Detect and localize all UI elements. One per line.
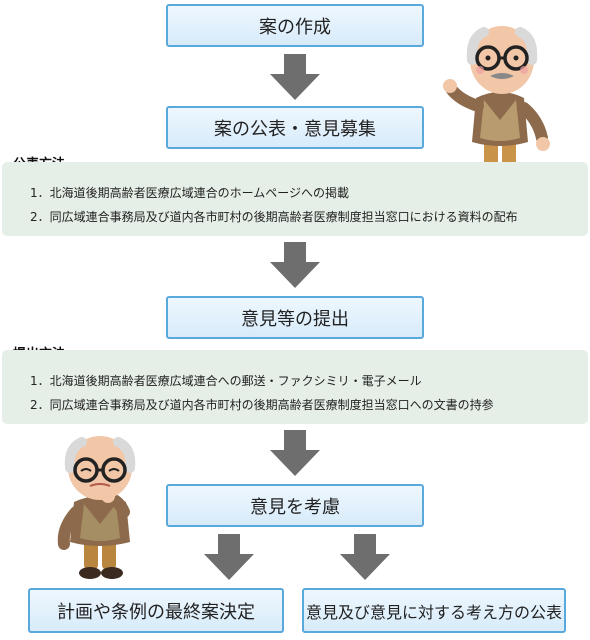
- list-item: 1．北海道後期高齢者医療広域連合への郵送・ファクシミリ・電子メール: [30, 374, 422, 388]
- step-draft: 案の作成: [166, 4, 424, 47]
- step-final-decision-label: 計画や条例の最終案決定: [57, 601, 255, 623]
- step-consider: 意見を考慮: [166, 484, 424, 527]
- step-announce-views-label: 意見及び意見に対する考え方の公表: [305, 602, 562, 622]
- submit-method-panel: 1．北海道後期高齢者医療広域連合への郵送・ファクシミリ・電子メール 2．同広域連…: [2, 350, 588, 424]
- arrow-down-icon: [204, 534, 254, 580]
- old-man-pointing-icon: [443, 26, 550, 183]
- step-publish: 案の公表・意見募集: [166, 106, 424, 149]
- list-item: 1．北海道後期高齢者医療広域連合のホームページへの掲載: [30, 186, 350, 200]
- publish-method-panel: 1．北海道後期高齢者医療広域連合のホームページへの掲載 2．同広域連合事務局及び…: [2, 162, 588, 236]
- list-item: 2．同広域連合事務局及び道内各市町村の後期高齢者医療制度担当窓口への文書の持参: [30, 398, 494, 412]
- step-consider-label: 意見を考慮: [250, 496, 340, 518]
- list-item: 2．同広域連合事務局及び道内各市町村の後期高齢者医療制度担当窓口における資料の配…: [30, 210, 518, 224]
- step-final-decision: 計画や条例の最終案決定: [28, 588, 284, 633]
- step-publish-label: 案の公表・意見募集: [214, 118, 376, 140]
- arrow-down-icon: [270, 242, 320, 288]
- arrow-down-icon: [340, 534, 390, 580]
- step-draft-label: 案の作成: [259, 16, 331, 38]
- arrow-down-icon: [270, 54, 320, 100]
- step-submit-label: 意見等の提出: [241, 308, 349, 330]
- old-man-thinking-icon: [57, 436, 136, 579]
- step-submit: 意見等の提出: [166, 296, 424, 339]
- step-announce-views: 意見及び意見に対する考え方の公表: [302, 588, 566, 633]
- arrow-down-icon: [270, 430, 320, 476]
